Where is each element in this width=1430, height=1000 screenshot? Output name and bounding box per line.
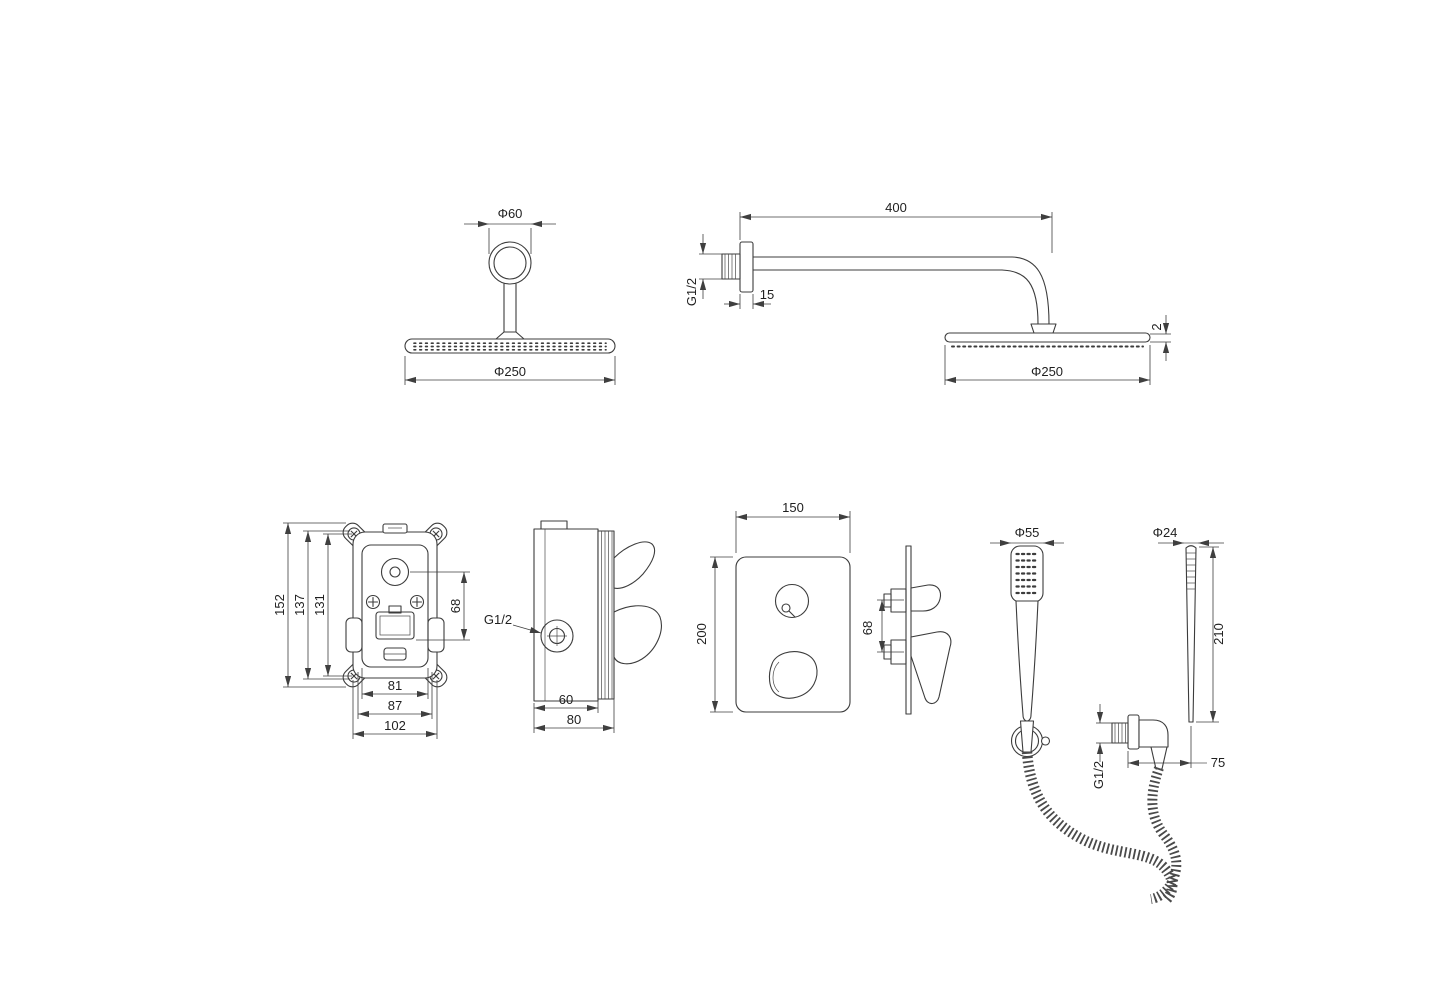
- fixing-screw-right: [409, 594, 425, 610]
- dim-label-phi250-side: Φ250: [1031, 364, 1063, 379]
- dim-label-152: 152: [272, 594, 287, 616]
- dim-label-87: 87: [388, 698, 402, 713]
- dimension-inlet-thread: G1/2: [484, 612, 542, 634]
- dimension-depth-80: 80: [534, 699, 615, 733]
- cartridge-window: [375, 605, 415, 640]
- fixing-screw-left: [365, 594, 381, 610]
- shower-arm: [752, 256, 1057, 334]
- dim-label-80: 80: [567, 712, 581, 727]
- handshower-front-view: Φ55: [990, 525, 1178, 904]
- shower-head-side: [944, 332, 1151, 348]
- valve-body-front-view: 152 137 131 68 81: [272, 522, 470, 739]
- plate-edge: [905, 545, 912, 715]
- dimension-handle-length: 210: [1196, 546, 1226, 723]
- dimension-handshower-head: Φ55: [990, 525, 1064, 547]
- dimension-width-81: 81: [361, 668, 429, 699]
- handshower-head: [1010, 545, 1044, 603]
- dimension-height-131: 131: [312, 533, 352, 677]
- dimension-height-137: 137: [292, 530, 350, 680]
- dim-label-phi60: Φ60: [498, 206, 523, 221]
- valve-side-housing: [533, 528, 599, 702]
- dimension-wall-thread: G1/2: [684, 234, 722, 306]
- handshower-profile: [1185, 545, 1197, 723]
- wall-flange: [721, 241, 754, 293]
- dimension-control-spacing: 68: [860, 599, 904, 653]
- dim-label-131: 131: [312, 594, 327, 616]
- dimension-outlet-thread: G1/2: [1091, 704, 1112, 789]
- dim-label-200: 200: [694, 623, 709, 645]
- dim-label-68-trim: 68: [860, 621, 875, 635]
- dim-label-75: 75: [1211, 755, 1225, 770]
- diverter-button: [774, 583, 810, 619]
- dim-label-g12-valve: G1/2: [484, 612, 512, 627]
- trim-plate-front-view: 150 200: [694, 500, 851, 713]
- valve-housing: [352, 531, 438, 679]
- lever-handle-profile: [910, 631, 952, 705]
- dimension-width-102: 102: [352, 680, 438, 739]
- top-outlet-port: [380, 557, 410, 587]
- ribbed-section: [597, 530, 615, 700]
- dimension-bracket-offset: 75: [1127, 726, 1225, 770]
- inlet-port: [540, 619, 574, 653]
- wall-supply-elbow: [1111, 714, 1169, 770]
- dim-label-60: 60: [559, 692, 573, 707]
- handshower-side-view: Φ24 210: [1091, 525, 1226, 904]
- dim-label-68-valve: 68: [448, 599, 463, 613]
- valve-body-side-view: G1/2 60 80: [484, 520, 662, 733]
- dimension-head-thickness: 2: [1149, 315, 1171, 361]
- dim-label-phi55: Φ55: [1015, 525, 1040, 540]
- dimension-width-87: 87: [357, 672, 433, 719]
- overhead-shower-front-view: Φ60 Φ250: [404, 206, 616, 385]
- dim-label-102: 102: [384, 718, 406, 733]
- diverter-knob-profile: [910, 584, 942, 612]
- dim-label-137: 137: [292, 594, 307, 616]
- shower-head-plate: [404, 338, 616, 354]
- overhead-shower-side-view: 400 G1/2 15: [684, 200, 1171, 385]
- dimension-flange-depth: 15: [724, 287, 774, 309]
- mixer-handle-front: [768, 651, 818, 699]
- dimension-plate-height: 200: [694, 556, 733, 713]
- diverter-knob-side: [613, 541, 656, 589]
- hose-cone-nut: [1019, 720, 1035, 753]
- dim-label-g12-outlet: G1/2: [1091, 761, 1106, 789]
- drop-arm: [495, 283, 525, 340]
- dimension-arm-length: 400: [739, 200, 1053, 253]
- side-wing-right: [427, 617, 445, 653]
- dim-label-15: 15: [760, 287, 774, 302]
- dim-label-150: 150: [782, 500, 804, 515]
- lever-handle-side: [613, 605, 662, 665]
- flex-hose-from-handshower: [1021, 751, 1178, 904]
- dim-label-2: 2: [1149, 323, 1164, 330]
- wall-connector-inner: [493, 246, 527, 280]
- handshower-handle: [1015, 600, 1039, 722]
- dim-label-210: 210: [1211, 623, 1226, 645]
- dimension-height-152: 152: [272, 522, 346, 688]
- dimension-connector-diameter: Φ60: [464, 206, 556, 254]
- flex-hose-from-outlet: [1147, 766, 1182, 904]
- side-wing-left: [345, 617, 363, 653]
- dim-label-phi250-front: Φ250: [494, 364, 526, 379]
- dimension-port-spacing: 68: [410, 571, 470, 641]
- dim-label-81: 81: [388, 678, 402, 693]
- dim-label-g12-arm: G1/2: [684, 278, 699, 306]
- dimension-plate-width: 150: [735, 500, 851, 553]
- dim-label-phi24: Φ24: [1153, 525, 1178, 540]
- trim-plate-side-view: 68: [860, 545, 952, 715]
- top-outlet-port-center: [389, 566, 401, 578]
- wall-connector-outer: [488, 241, 532, 285]
- valve-inner-frame: [361, 544, 429, 668]
- dimension-handle-diameter: Φ24: [1153, 525, 1224, 547]
- dim-label-400: 400: [885, 200, 907, 215]
- top-port-tab: [382, 523, 408, 534]
- trim-plate: [735, 556, 851, 713]
- valve-side-top-tab: [540, 520, 568, 530]
- dimension-head-diameter-side: Φ250: [944, 345, 1151, 385]
- bottom-port-detail: [383, 647, 407, 661]
- dimension-head-diameter: Φ250: [404, 356, 616, 385]
